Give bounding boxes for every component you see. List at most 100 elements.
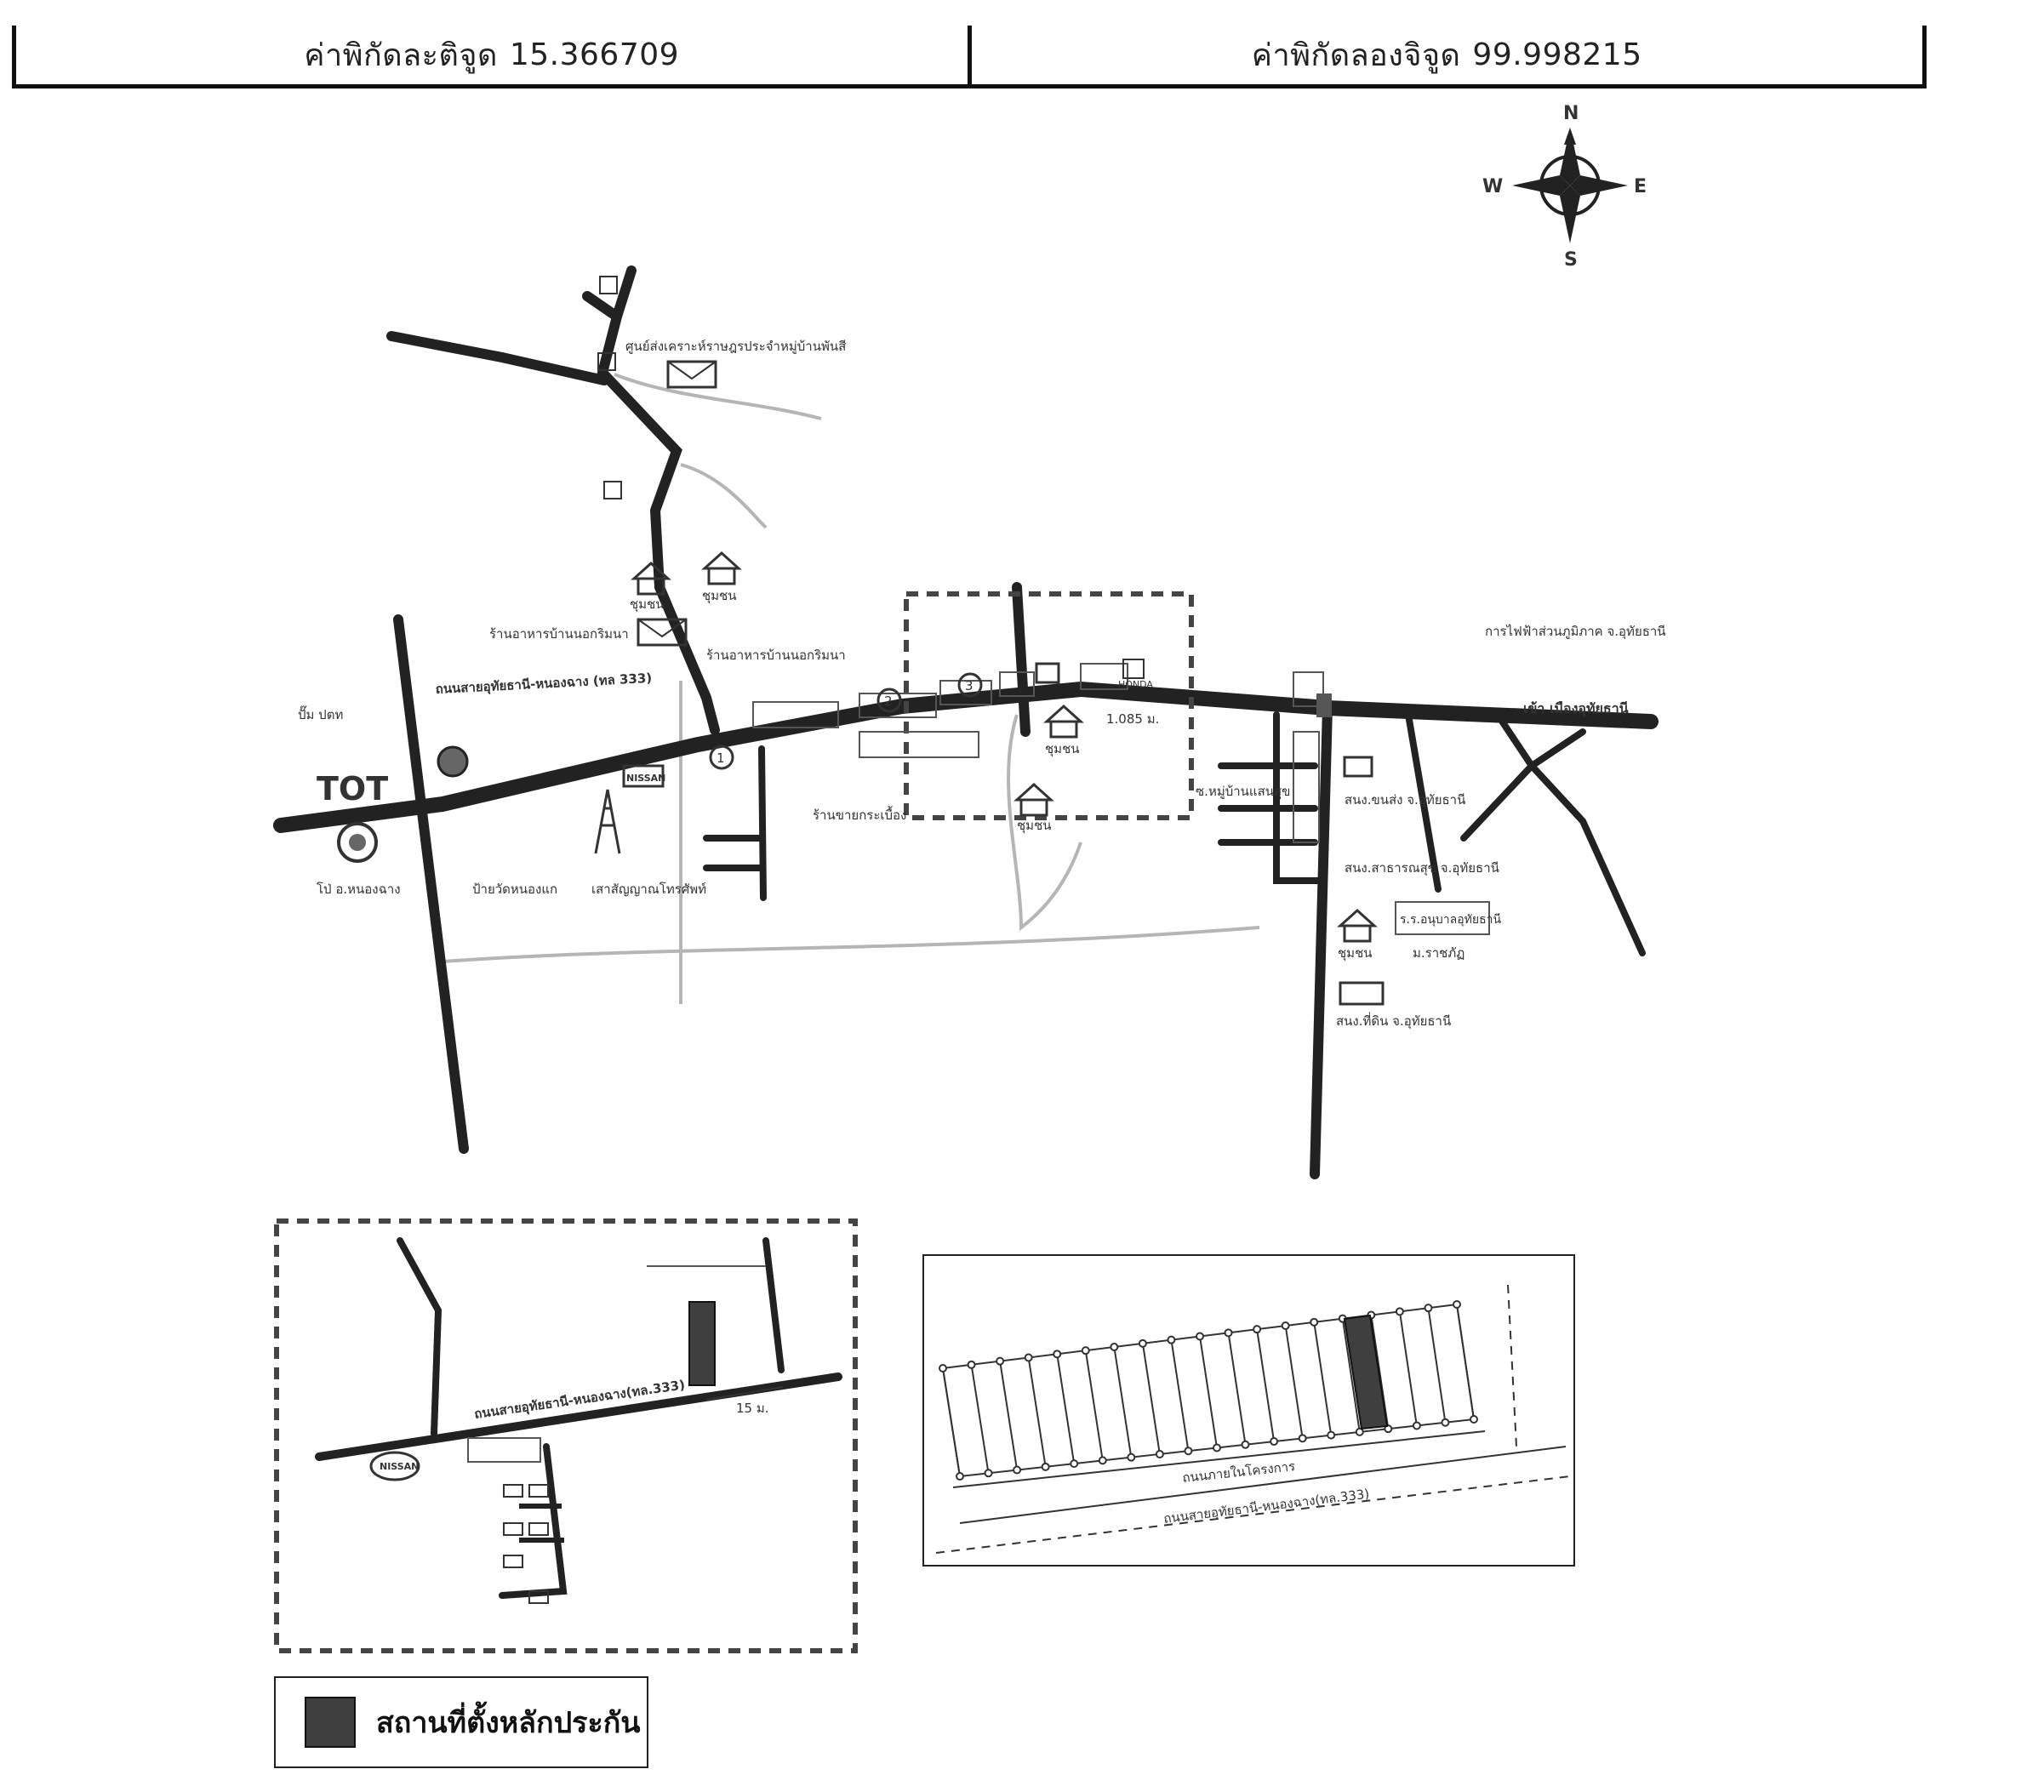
tower-icon [594,789,621,854]
plot-collateral-lot [1343,1314,1389,1430]
legend-swatch [305,1697,356,1748]
plot-corner-marker [1224,1328,1233,1338]
label-village-road: ซ.หมู่บ้านแสนสุข [1196,784,1290,800]
label-distance-main: 1.085 ม. [1106,711,1159,727]
inset-house-icons [503,1484,549,1604]
label-land-office: สนง.ที่ดิน จ.อุทัยธานี [1336,1012,1451,1030]
plot-divider [999,1361,1019,1470]
num-1-text: 1 [717,750,725,766]
inset-map: NISSAN ถนนสายอุทัยธานี-หนองฉาง(ทล.333) 1… [274,1218,858,1653]
compass-w: W [1482,176,1503,197]
plot-corner-marker [1053,1350,1062,1359]
label-store: ร้านขายกระเบื้อง [813,806,906,823]
label-police: โป่ อ.หนองฉาง [317,882,401,897]
plot-map: ถนนภายในโครงการ ถนนสายอุทัยธานี-หนองฉาง(… [922,1254,1575,1567]
school-icon [599,276,618,294]
label-college: ม.ราชภัฏ [1413,945,1464,961]
minor-roads [703,711,1646,956]
num-1-marker [709,745,734,770]
plot-corner-marker [1155,1449,1164,1458]
plot-corner-marker [1441,1418,1450,1427]
plot-corner-marker [1327,1430,1336,1440]
house-icon [1043,704,1084,739]
label-pea: การไฟฟ้าส่วนภูมิภาค จ.อุทัยธานี [1485,624,1666,640]
compass-s: S [1564,249,1578,271]
nissan-icon [622,764,665,788]
label-tower: เสาสัญญาณโทรศัพท์ [591,882,706,897]
envelope-icon [666,360,717,389]
honda-icon [1122,659,1145,679]
plot-corner-marker [1041,1462,1050,1471]
label-community-1: ชุมชน [630,596,665,613]
house-icon [1013,782,1054,817]
plot-divider [1256,1329,1276,1442]
plot-corner-marker [1412,1421,1421,1430]
longitude-value: 99.998215 [1472,37,1642,72]
plot-corner-marker [1138,1338,1147,1348]
plot-corner-marker [1241,1440,1250,1449]
lot-blocks [752,663,1324,843]
plot-corner-marker [1395,1307,1404,1316]
plot-divider [1427,1308,1447,1423]
plot-corner-marker [1281,1321,1290,1330]
plot-divider [1227,1333,1247,1445]
compass-e: E [1634,176,1647,197]
latitude-label: ค่าพิกัดละติจูด [304,38,498,73]
map-icons: TOT NISSAN HONDA 1 2 3 [317,276,1490,1006]
plot-corner-marker [939,1364,947,1373]
plot-divider [1027,1357,1047,1467]
office-icon [1035,662,1060,684]
num-3-marker [957,672,983,698]
streams [442,373,1260,1004]
house-icon [701,551,742,585]
plot-corner-marker [984,1469,993,1478]
label-to-city: เข้า เมืองอุทัยธานี [1523,700,1629,717]
plot-corner-marker [1470,1415,1478,1424]
inset-main-road [315,1373,842,1461]
pump-station-icon [437,745,469,778]
label-restaurant-2: ร้านอาหารบ้านนอกริมนา [706,648,846,663]
inset-frame [274,1218,858,1653]
house-icon [1337,908,1378,943]
plot-divider [942,1367,961,1477]
label-pump: ปั๊ม ปตท [298,705,343,722]
legend: สถานที่ตั้งหลักประกัน [274,1676,648,1768]
gate-icon [1316,693,1332,717]
label-community-3: ชุมชน [1045,741,1080,757]
plot-corner-marker [1424,1304,1433,1313]
label-community-2: ชุมชน [702,588,737,604]
plot-corner-marker [1253,1325,1262,1334]
plot-inner-road: ถนนภายในโครงการ [1182,1458,1296,1486]
label-health-office: สนง.สาธารณสุข จ.อุทัยธานี [1345,860,1499,876]
plot-corner-marker [967,1360,976,1369]
plot-divider [1398,1311,1418,1426]
plot-divider [1456,1304,1475,1420]
coordinate-header: ค่าพิกัดละติจูด 15.366709 ค่าพิกัดลองจิจ… [12,26,1927,88]
longitude-cell: ค่าพิกัดลองจิจูด 99.998215 [967,26,1923,84]
school-icon-2 [597,352,616,371]
plot-corner-marker [1070,1459,1079,1469]
plot-corner-marker [1167,1335,1176,1344]
tot-sign: TOT [317,770,388,808]
label-temple: ป้ายวัดหนองแก [472,882,557,897]
inset-nissan-icon [369,1451,420,1481]
num-2-marker [876,688,902,713]
plot-main-road: ถนนสายอุทัยธานี-หนองฉาง(ทล.333) [1162,1486,1370,1527]
envelope-icon-2 [637,618,688,647]
plot-corner-marker [1298,1434,1307,1443]
plot-corner-marker [1196,1332,1204,1341]
plot-corner-marker [1270,1437,1279,1447]
label-hospital-area: สนง.ขนส่ง จ.อุทัยธานี [1345,792,1465,808]
government-icon-2 [1343,756,1373,778]
plot-corner-marker [1310,1317,1319,1327]
plot-corner-marker [1081,1346,1090,1355]
plot-divider [1313,1321,1333,1435]
major-roads [386,265,1333,1179]
plot-divider [1056,1354,1076,1464]
longitude-label: ค่าพิกัดลองจิจูด [1251,38,1461,73]
plot-divider [1141,1343,1161,1455]
government-icon [1339,981,1385,1006]
plot-corner-marker [956,1472,964,1481]
plot-corner-marker [996,1356,1005,1366]
